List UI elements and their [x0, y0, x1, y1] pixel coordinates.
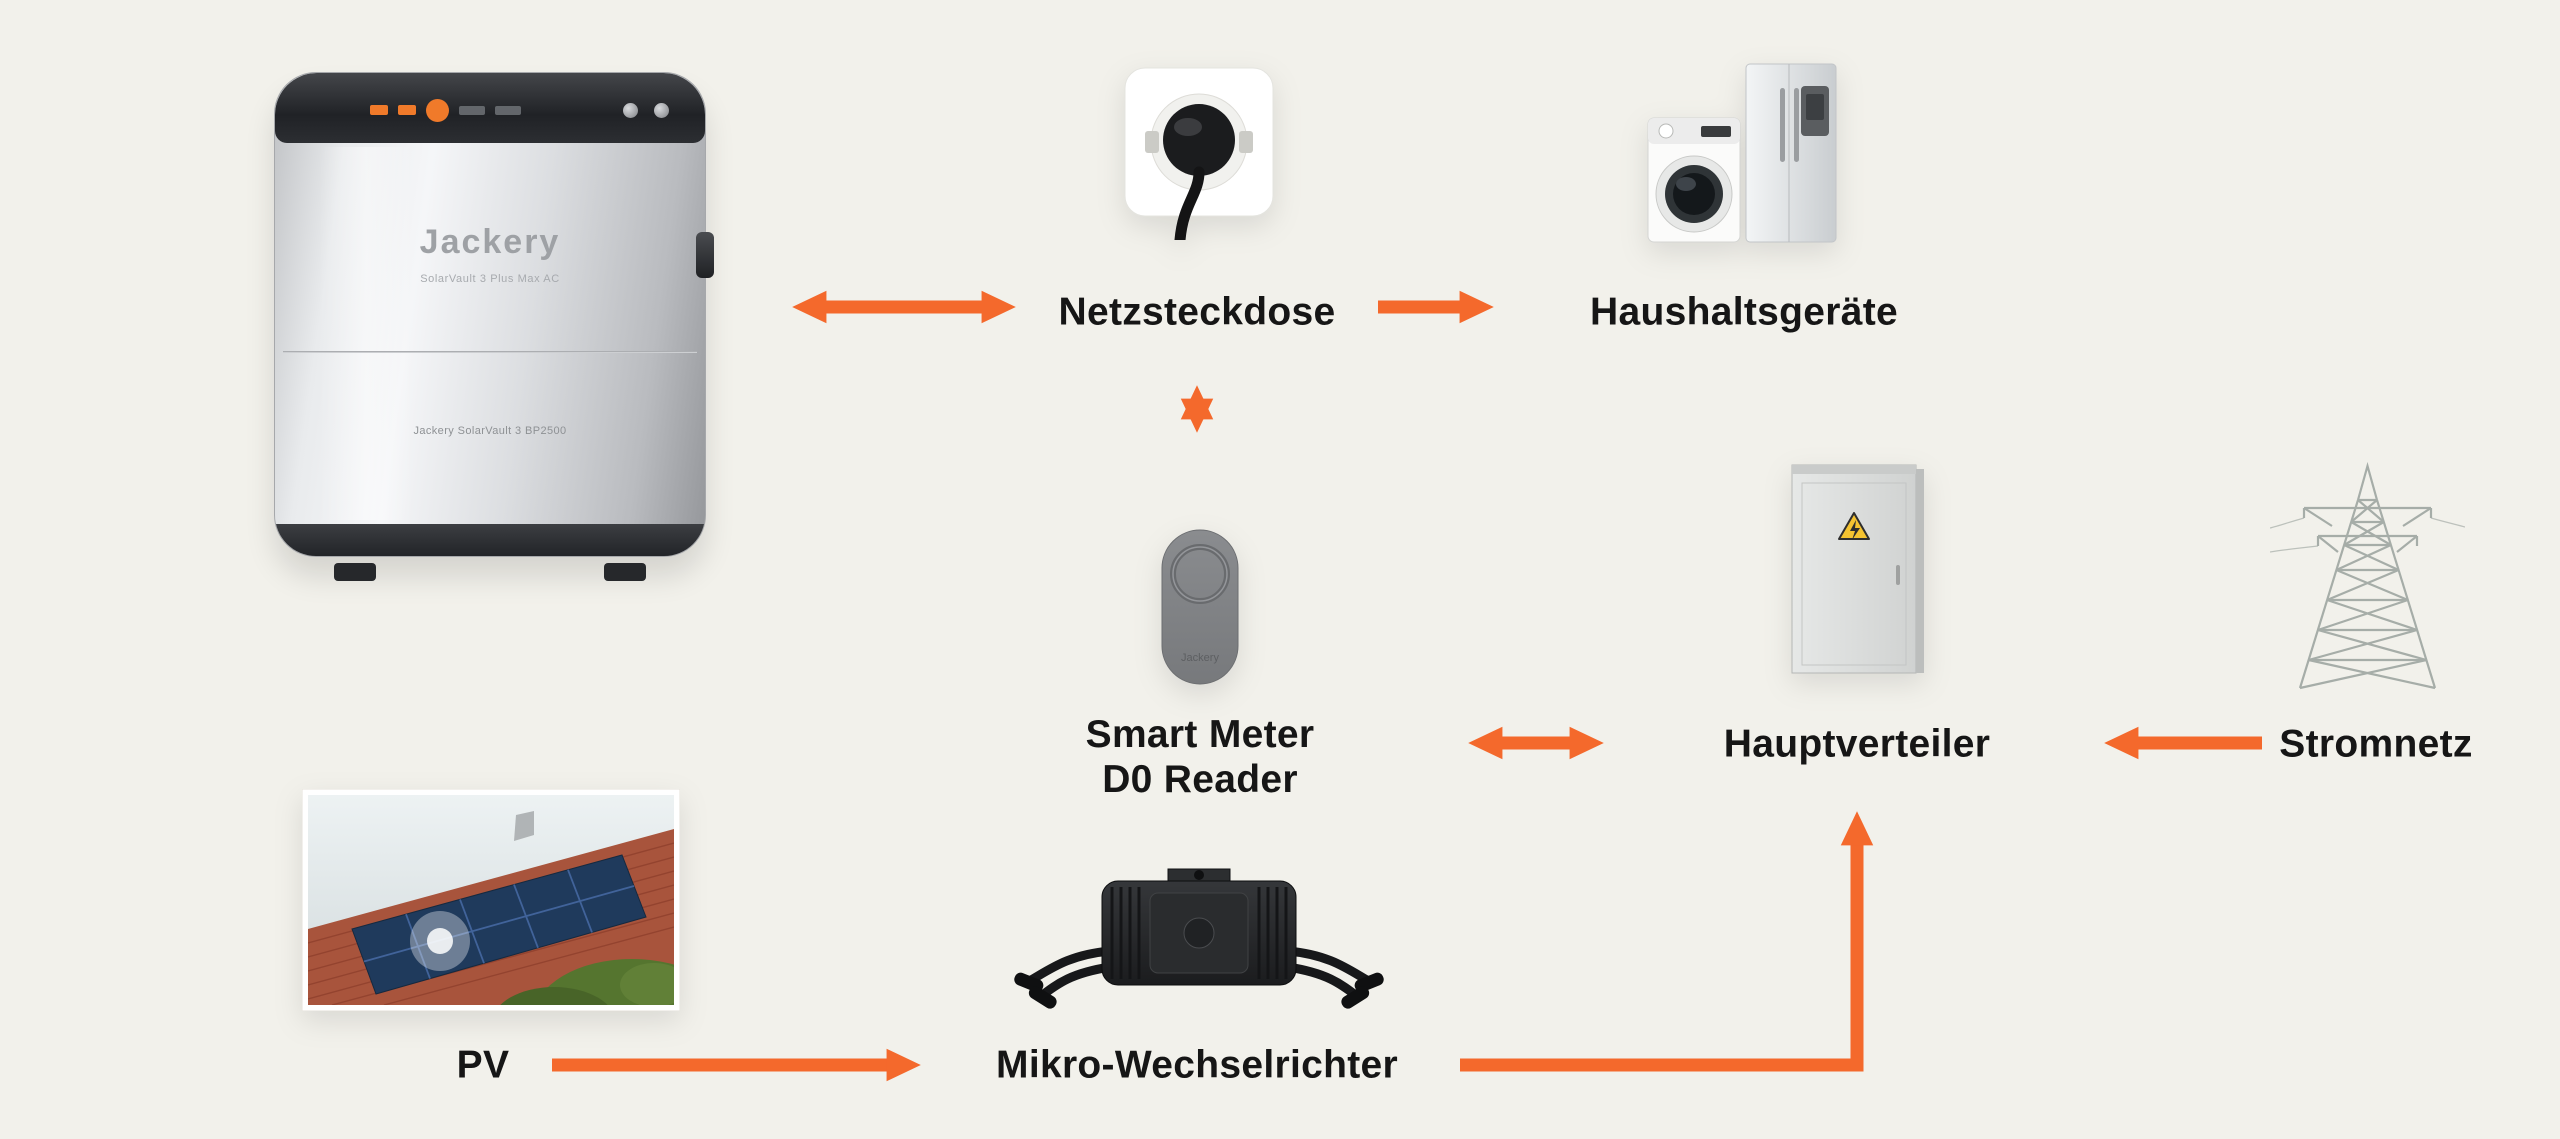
grid-label: Stromnetz: [2279, 722, 2473, 766]
battery-seam: [283, 351, 697, 353]
display-readout: [495, 105, 521, 115]
smart-meter-brand-text: Jackery: [1181, 652, 1219, 664]
transmission-tower: [2269, 461, 2466, 690]
battery-body: Jackery SolarVault 3 Plus Max AC Jackery…: [274, 72, 706, 557]
plug-cable: [1174, 166, 1205, 246]
grid-pylon-image: [2269, 450, 2466, 690]
cabinet-handle: [1896, 565, 1900, 585]
smart-meter-label: Smart Meter D0 Reader: [1086, 713, 1315, 803]
smart-meter-label-line1: Smart Meter: [1085, 713, 1315, 757]
washing-machine: [1647, 117, 1741, 243]
inverter-cables: [1014, 946, 1384, 1009]
appliances-label: Haushaltsgeräte: [1590, 290, 1898, 334]
cabinet-door: [1801, 482, 1907, 666]
arrow-inverter-distributor: [1460, 811, 1874, 1072]
battery-series-text: Jackery SolarVault 3 BP2500: [413, 425, 567, 437]
battery-unit-image: Jackery SolarVault 3 Plus Max AC Jackery…: [270, 72, 714, 587]
soc-indicator-icon: [426, 98, 449, 122]
display-readout: [459, 105, 485, 115]
power-button: [623, 102, 638, 118]
refrigerator: [1745, 63, 1837, 243]
pv-photo: [301, 788, 681, 1012]
chimney: [514, 811, 534, 841]
distributor-image: [1788, 459, 1928, 679]
battery-base: [275, 524, 705, 556]
outlet-label: Netzsteckdose: [1058, 290, 1336, 334]
smart-meter-label-line2: D0 Reader: [1102, 758, 1298, 801]
jackery-logo: Jackery: [419, 223, 561, 261]
battery-level-icon: [398, 105, 416, 115]
outlet-image: [1119, 62, 1279, 246]
battery-foot: [334, 563, 376, 581]
plug: [1163, 104, 1235, 176]
smart-meter-body: [1161, 529, 1239, 685]
battery-sheen: [319, 147, 414, 520]
power-lines: [2269, 517, 2466, 553]
distributor-label: Hauptverteiler: [1723, 722, 1991, 766]
inverter-label: Mikro-Wechselrichter: [996, 1043, 1398, 1087]
appliances-image: [1646, 60, 1841, 250]
battery-top-panel: [275, 73, 705, 143]
cabinet-body: [1791, 464, 1917, 674]
battery-side-latch: [696, 232, 714, 278]
battery-foot: [604, 563, 646, 581]
battery-level-icon: [370, 105, 388, 115]
battery-model-text: SolarVault 3 Plus Max AC: [420, 273, 560, 285]
battery-display: [370, 97, 669, 123]
inverter-image: [1010, 855, 1388, 1020]
smart-meter-image: Jackery: [1150, 528, 1250, 688]
pv-label: PV: [456, 1043, 510, 1087]
mode-button: [654, 102, 669, 118]
